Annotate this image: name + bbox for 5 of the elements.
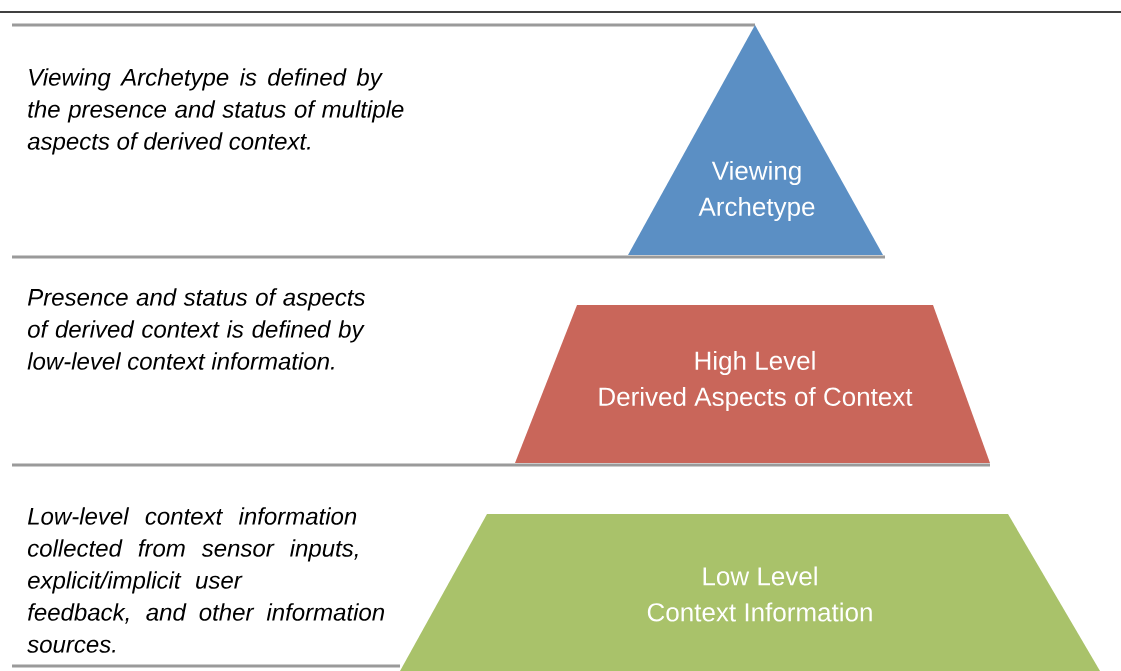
pyramid-trapezoid: High Level Derived Aspects of Context (515, 305, 990, 463)
description-text: Viewing Archetype is defined by the presence and status of multiple aspects of derived context. (27, 68, 404, 155)
pyramid-trapezoid: Low Level Context Information (400, 514, 1100, 671)
description-text: Presence and status of aspects of derived context is defined by low-level context information. (27, 288, 365, 370)
pyramid-triangle: Viewing Archetype (628, 25, 883, 255)
